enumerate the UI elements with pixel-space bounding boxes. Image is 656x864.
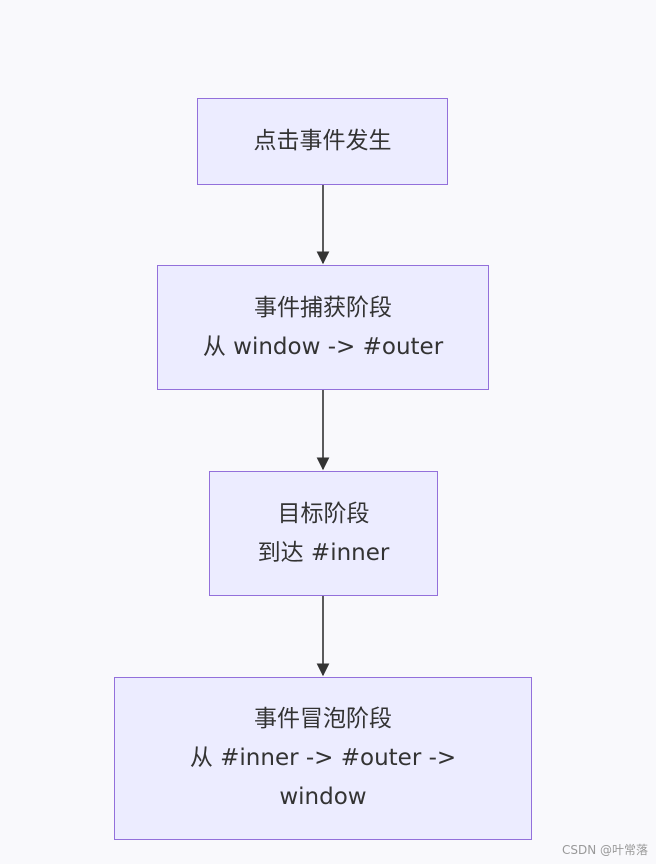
node-event-occurs: 点击事件发生 [197,98,448,185]
node-target-phase: 目标阶段 到达 #inner [209,471,438,596]
node-bubble-phase-line-1: 事件冒泡阶段 [254,706,392,732]
node-capture-phase-line-1: 事件捕获阶段 [254,294,392,321]
node-bubble-phase-line-3: window [279,784,367,810]
node-target-phase-line-2: 到达 #inner [257,539,390,566]
node-event-occurs-line-1: 点击事件发生 [253,128,392,154]
node-bubble-phase: 事件冒泡阶段 从 #inner -> #outer -> window [114,677,532,840]
node-capture-phase: 事件捕获阶段 从 window -> #outer [157,265,489,390]
node-target-phase-line-1: 目标阶段 [277,500,370,527]
node-capture-phase-line-2: 从 window -> #outer [202,333,444,360]
watermark: CSDN @叶常落 [561,843,648,857]
node-bubble-phase-line-2: 从 #inner -> #outer -> [189,745,457,771]
